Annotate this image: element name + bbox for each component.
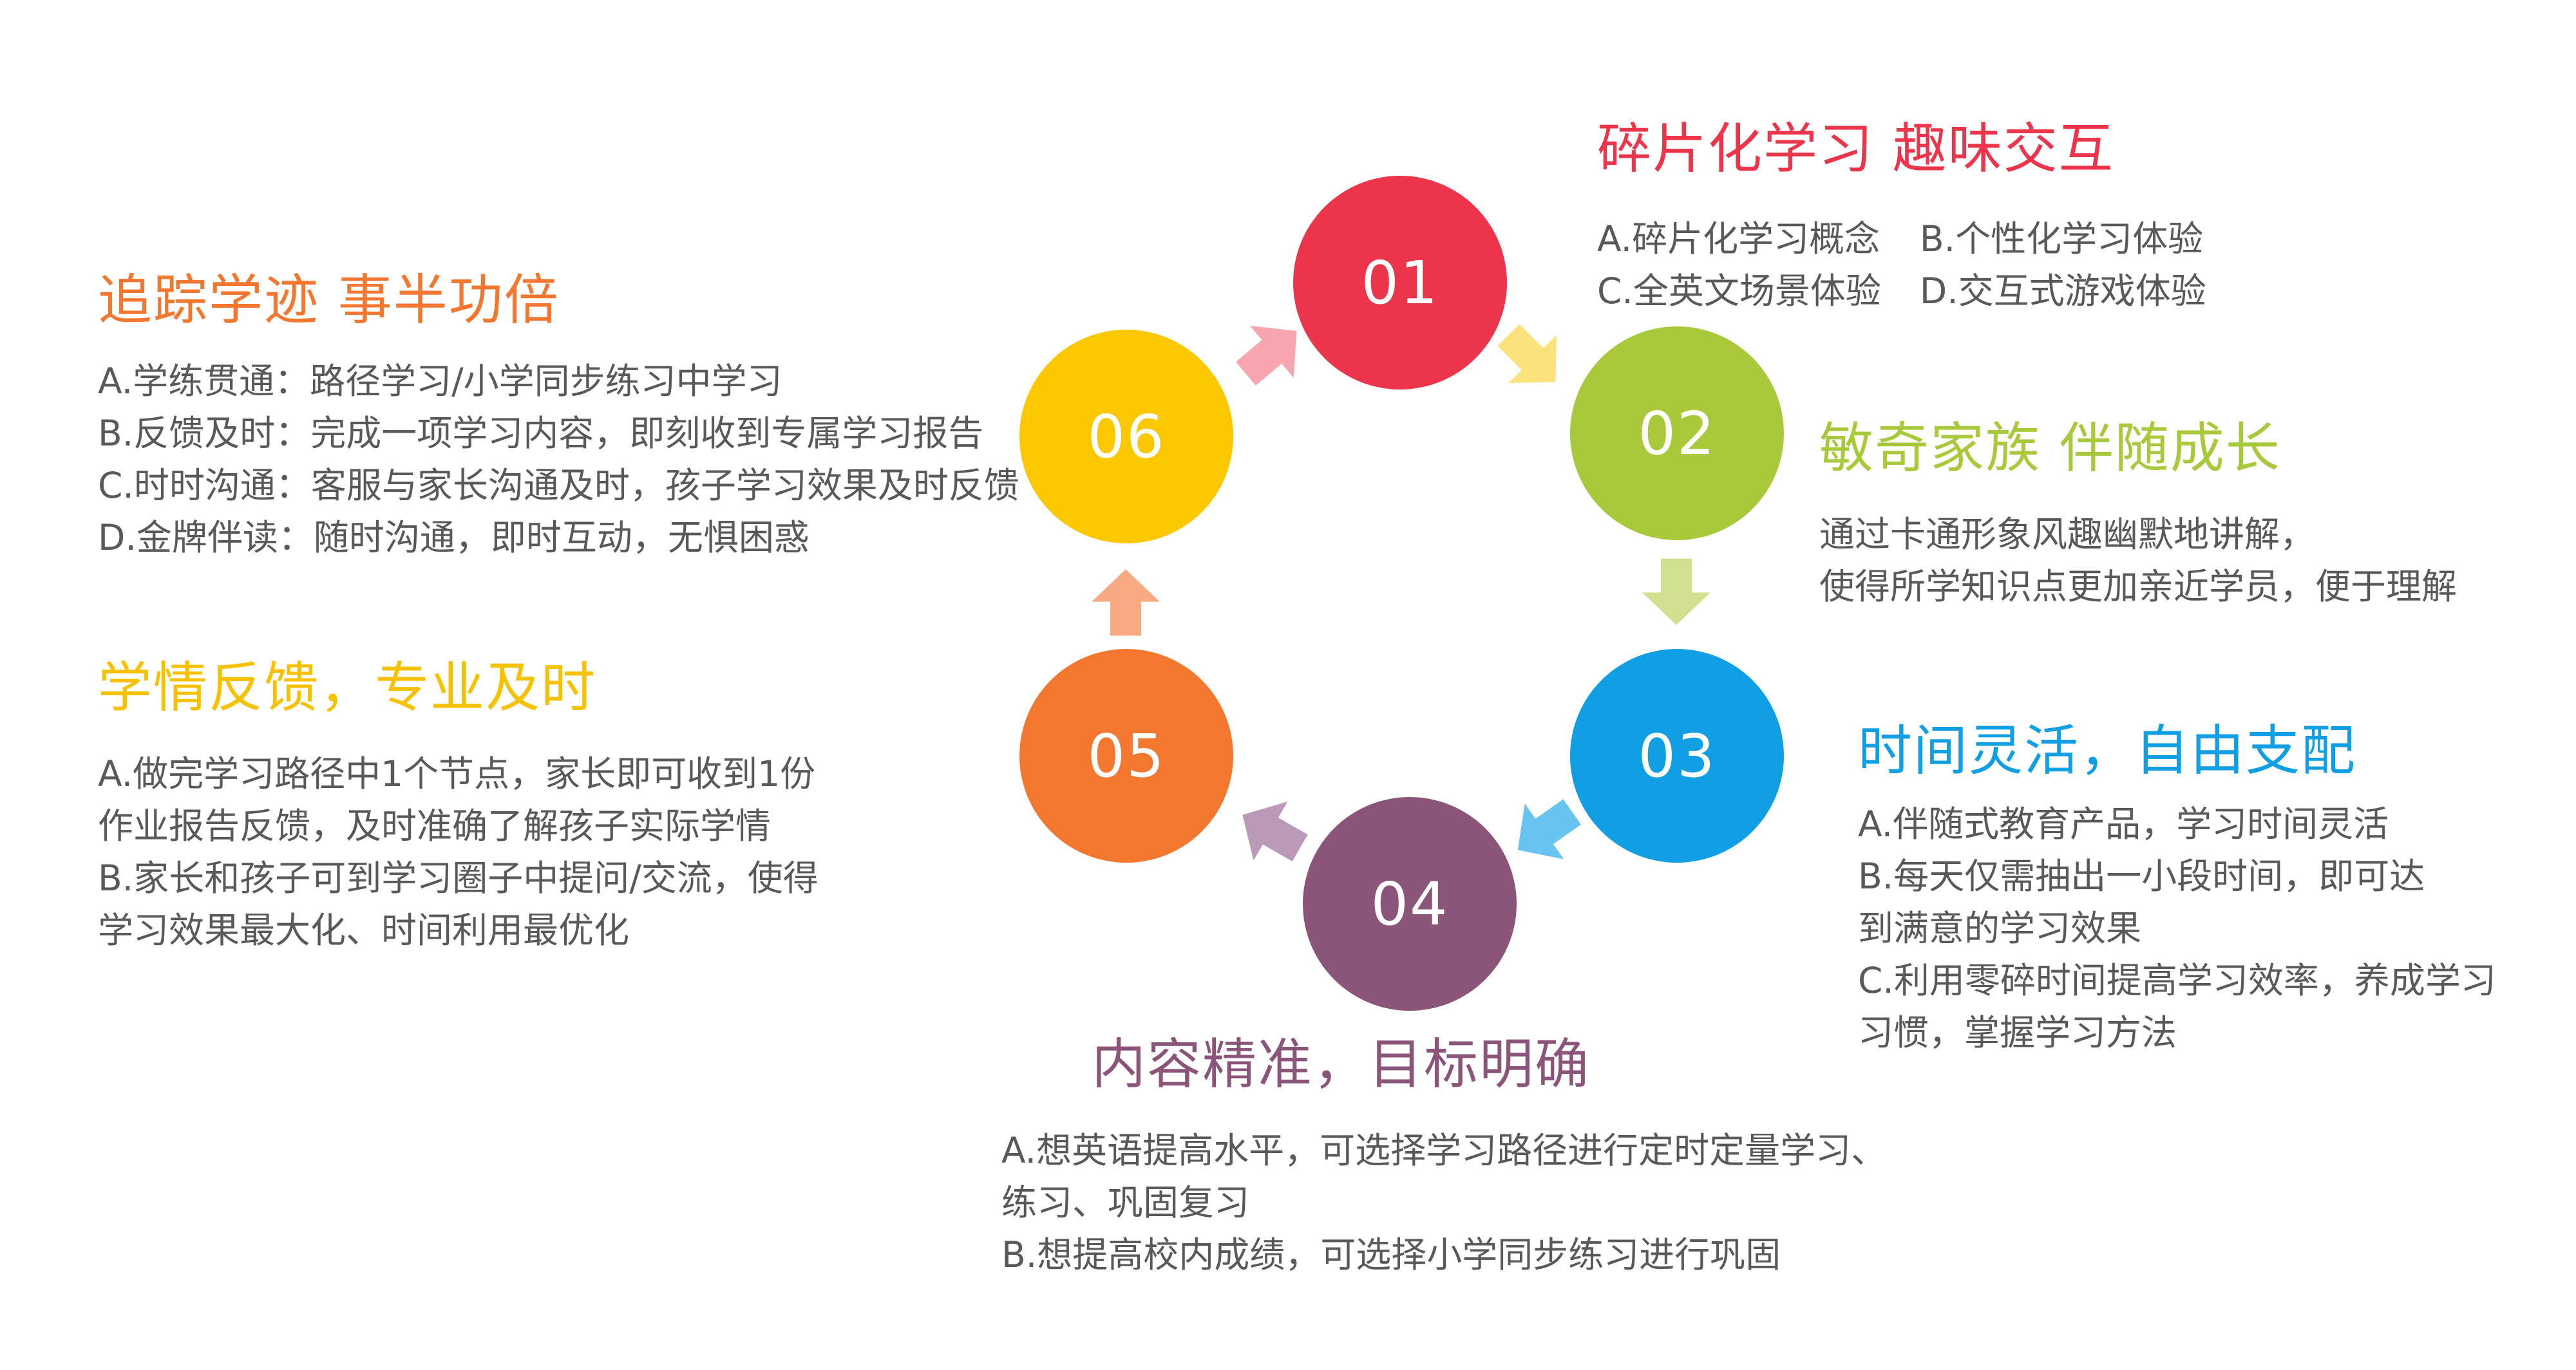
step-01-circle: 01 <box>1293 176 1507 389</box>
step-01-title: 碎片化学习 趣味交互 <box>1597 117 2114 180</box>
step-05-number: 05 <box>1087 721 1166 791</box>
step-01-item-b: B.个性化学习体验 <box>1919 218 2204 260</box>
step-03-line-2: B.每天仅需抽出一小段时间，即可达 <box>1858 856 2425 897</box>
step-05-line-3: B.家长和孩子可到学习圈子中提问/交流，使得 <box>98 858 819 899</box>
step-06-line-2: B.反馈及时：完成一项学习内容，即刻收到专属学习报告 <box>98 413 984 455</box>
step-05-line-1: A.做完学习路径中1个节点，家长即可收到1份 <box>98 753 816 795</box>
arrow-04-to-05-icon <box>1219 779 1325 885</box>
arrow-05-to-06-icon <box>1087 565 1164 642</box>
step-03-line-5: 习惯，掌握学习方法 <box>1858 1012 2177 1054</box>
step-02-number: 02 <box>1638 399 1716 468</box>
step-02-title: 敏奇家族 伴随成长 <box>1819 417 2281 480</box>
step-01-item-d: D.交互式游戏体验 <box>1919 270 2206 312</box>
step-05-text: 学情反馈，专业及时 A.做完学习路径中1个节点，家长即可收到1份 作业报告反馈，… <box>98 658 819 957</box>
step-05-line-4: 学习效果最大化、时间利用最优化 <box>98 910 630 952</box>
arrow-01-to-02-icon <box>1477 303 1586 413</box>
step-01-number: 01 <box>1361 248 1439 317</box>
step-04-circle: 04 <box>1303 797 1517 1011</box>
step-03-line-3: 到满意的学习效果 <box>1858 908 2142 950</box>
step-02-line-2: 使得所学知识点更加亲近学员，便于理解 <box>1819 566 2458 608</box>
step-01-text: 碎片化学习 趣味交互 A.碎片化学习概念 B.个性化学习体验 C.全英文场景体验… <box>1597 119 2206 317</box>
step-03-circle: 03 <box>1570 649 1784 863</box>
step-01-item-a: A.碎片化学习概念 <box>1597 218 1880 260</box>
step-06-line-1: A.学练贯通：路径学习/小学同步练习中学习 <box>98 361 782 402</box>
step-06-circle: 06 <box>1019 330 1233 543</box>
step-04-text: 内容精准，目标明确 A.想英语提高水平，可选择学习路径进行定时定量学习、 练习、… <box>1001 1035 1886 1281</box>
step-05-title: 学情反馈，专业及时 <box>98 656 597 719</box>
step-06-line-4: D.金牌伴读：随时沟通，即时互动，无惧困惑 <box>98 517 810 559</box>
step-06-number: 06 <box>1087 402 1166 471</box>
step-03-line-1: A.伴随式教育产品，学习时间灵活 <box>1858 803 2389 845</box>
step-04-number: 04 <box>1370 869 1449 939</box>
step-03-line-4: C.利用零碎时间提高学习效率，养成学习 <box>1858 960 2496 1002</box>
step-05-line-2: 作业报告反馈，及时准确了解孩子实际学情 <box>98 805 772 847</box>
step-04-line-2: 练习、巩固复习 <box>1001 1182 1250 1224</box>
step-06-title: 追踪学迹 事半功倍 <box>98 268 560 332</box>
step-03-text: 时间灵活，自由支配 A.伴随式教育产品，学习时间灵活 B.每天仅需抽出一小段时间… <box>1858 721 2496 1059</box>
arrow-02-to-03-icon <box>1638 552 1715 630</box>
arrow-03-to-04-icon <box>1492 776 1599 884</box>
step-02-circle: 02 <box>1570 326 1784 540</box>
step-02-line-1: 通过卡通形象风趣幽默地讲解， <box>1819 514 2316 556</box>
step-06-text: 追踪学迹 事半功倍 A.学练贯通：路径学习/小学同步练习中学习 B.反馈及时：完… <box>98 270 1019 564</box>
step-06-line-3: C.时时沟通：客服与家长沟通及时，孩子学习效果及时反馈 <box>98 465 1019 507</box>
step-04-line-3: B.想提高校内成绩，可选择小学同步练习进行巩固 <box>1001 1234 1781 1276</box>
arrow-06-to-01-icon <box>1216 298 1325 407</box>
step-03-title: 时间灵活，自由支配 <box>1858 719 2357 782</box>
step-04-title: 内容精准，目标明确 <box>1092 1033 1591 1096</box>
step-03-number: 03 <box>1638 721 1716 791</box>
step-04-line-1: A.想英语提高水平，可选择学习路径进行定时定量学习、 <box>1001 1130 1887 1172</box>
step-02-text: 敏奇家族 伴随成长 通过卡通形象风趣幽默地讲解， 使得所学知识点更加亲近学员，便… <box>1819 418 2457 613</box>
step-05-circle: 05 <box>1019 649 1233 863</box>
step-01-item-c: C.全英文场景体验 <box>1597 270 1881 312</box>
